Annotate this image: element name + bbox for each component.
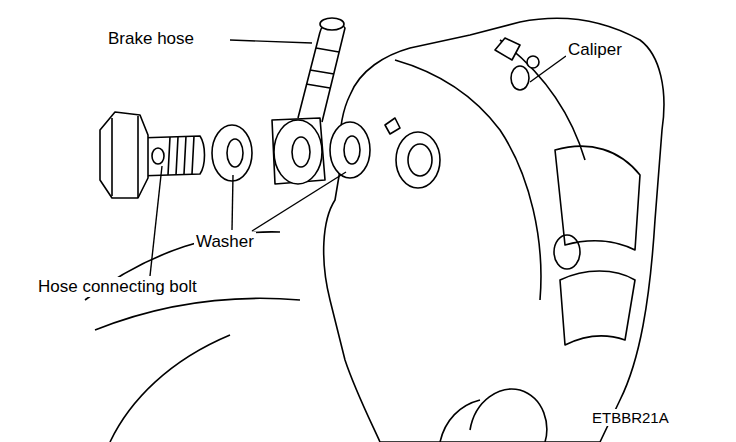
leader-lines xyxy=(150,40,566,276)
rotor-edge xyxy=(110,335,230,442)
bleeder-screw xyxy=(495,38,520,60)
leader-line xyxy=(530,56,566,82)
leader-line xyxy=(232,175,233,230)
caliper-body xyxy=(324,18,664,442)
leader-line xyxy=(230,40,312,43)
leader-line xyxy=(150,166,162,276)
bolt-head xyxy=(100,112,148,198)
bolt-thread xyxy=(168,136,194,175)
caliper-boot xyxy=(440,400,480,442)
caliper-contour xyxy=(395,60,541,300)
part-label: Hose connecting bolt xyxy=(36,277,199,297)
part-label: Brake hose xyxy=(106,29,196,49)
hose-eye xyxy=(272,118,325,184)
hose-eye-hole xyxy=(292,137,310,167)
brake-hose xyxy=(298,22,345,122)
caliper-boot xyxy=(470,389,547,442)
inlet-boss xyxy=(396,132,440,188)
bolt-port xyxy=(152,148,164,164)
washer-hole xyxy=(227,139,243,167)
washer xyxy=(330,122,370,178)
hose-eye xyxy=(274,120,322,184)
washer-hole xyxy=(344,136,360,164)
inlet-hole xyxy=(408,144,432,176)
figure-code: ETBBR21A xyxy=(590,409,671,426)
hose-ferrule xyxy=(306,48,339,88)
leader-line xyxy=(252,172,346,231)
caliper-window xyxy=(560,271,635,345)
part-label: Caliper xyxy=(566,40,624,60)
hose-end xyxy=(320,18,344,30)
boss-lug xyxy=(385,118,400,134)
rotor-edge xyxy=(95,298,300,330)
bleeder-screw xyxy=(511,66,529,90)
washer xyxy=(212,125,252,181)
bleeder-cap xyxy=(527,56,539,68)
bolt-head-edge xyxy=(112,116,138,198)
caliper-hole xyxy=(554,235,580,269)
part-label: Washer xyxy=(194,232,256,252)
